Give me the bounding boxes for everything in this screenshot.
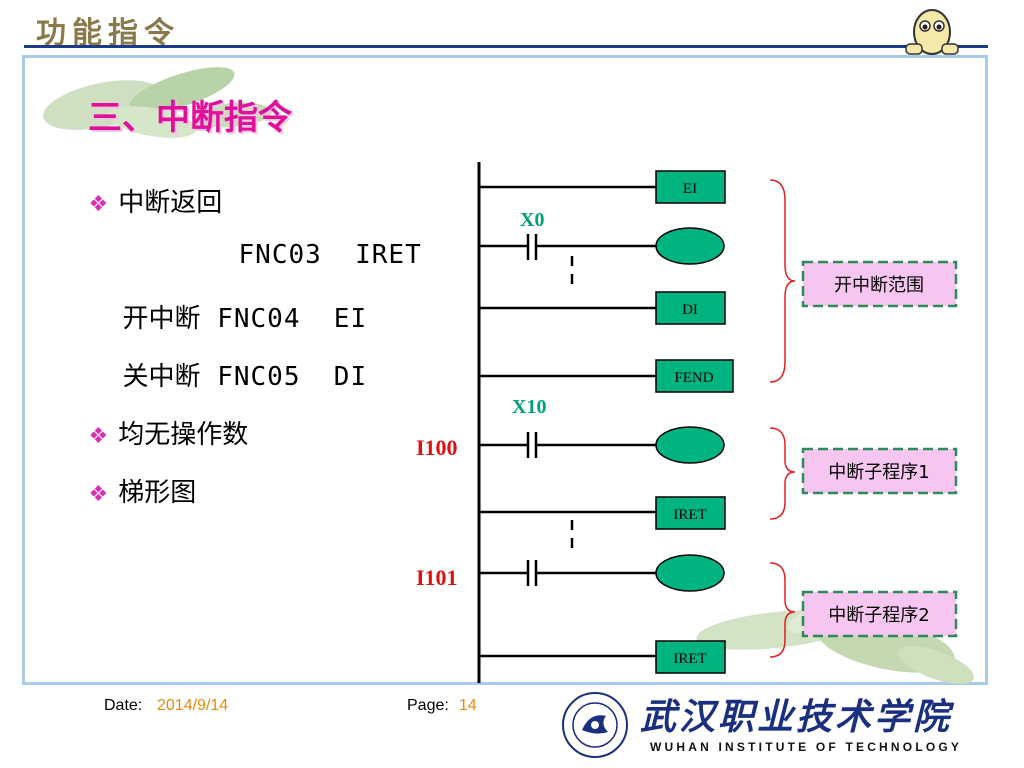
slide-title: 三、中断指令 (88, 98, 292, 138)
bullet-text: 中断返回 (118, 188, 223, 218)
coil-2 (655, 426, 725, 464)
ei-instruction-box (655, 170, 726, 204)
di-label: 关中断 (122, 362, 201, 392)
leaf-decoration-icon (43, 67, 272, 138)
sub2-label-box (801, 590, 958, 638)
contact-x10-label: X10 (512, 396, 546, 418)
sub1-label: 中断子程序1 (828, 462, 929, 483)
di-instruction-line: 关中断 FNC05 DI (106, 326, 367, 393)
fend-box-label: FEND (674, 370, 713, 386)
diamond-bullet-icon: ❖ (88, 424, 109, 449)
di-mnemonic: DI (333, 362, 368, 392)
di-instruction-box (655, 291, 726, 325)
iret-code: FNC03 (238, 240, 322, 270)
ei-box-label: EI (683, 181, 697, 197)
iret-instruction-box-2 (655, 640, 726, 674)
pointer-i101-label: I101 (416, 565, 458, 590)
header-divider (24, 45, 988, 48)
bullet-text: 梯形图 (118, 478, 197, 508)
fend-instruction-box (655, 359, 734, 393)
ei-code: FNC04 (217, 304, 301, 334)
coil-3 (655, 554, 725, 592)
ei-instruction-line: 开中断 FNC04 EI (106, 268, 367, 335)
contact-x0-label: X0 (520, 209, 544, 231)
bullet-text: 均无操作数 (118, 420, 249, 450)
iret-box-label-1: IRET (673, 507, 706, 523)
di-code: FNC05 (217, 362, 301, 392)
iret-instruction-box-1 (655, 496, 726, 530)
iret-mnemonic: IRET (355, 240, 422, 270)
ei-label: 开中断 (122, 304, 201, 334)
coil-1 (655, 227, 725, 265)
bullet-interrupt-return: ❖ 中断返回 (72, 152, 223, 219)
bullet-ladder-diagram: ❖ 梯形图 (72, 442, 197, 509)
content-frame (22, 55, 988, 685)
ei-mnemonic: EI (333, 304, 368, 334)
sub2-brace (769, 562, 796, 658)
enable-range-label: 开中断范围 (834, 275, 924, 296)
bullet-no-operands: ❖ 均无操作数 (72, 384, 249, 451)
footer-page-label: Page: (407, 697, 449, 714)
di-box-label: DI (682, 302, 698, 318)
school-name-chinese: 武汉职业技术学院 (640, 696, 953, 738)
footer-page-number: 14 (459, 697, 477, 714)
pointer-i100-label: I100 (416, 435, 458, 460)
mascot-icon (905, 9, 959, 55)
sub1-brace (769, 427, 796, 520)
enable-range-brace (769, 179, 796, 383)
diamond-bullet-icon: ❖ (88, 192, 109, 217)
sub2-label: 中断子程序2 (828, 605, 929, 626)
school-name-english: WUHAN INSTITUTE OF TECHNOLOGY (650, 740, 963, 754)
enable-range-label-box (801, 260, 958, 308)
footer-date-label: Date: (104, 697, 143, 714)
footer-date: 2014/9/14 (157, 697, 229, 714)
sub1-label-box (801, 447, 958, 495)
school-emblem-icon (562, 692, 628, 758)
iret-instruction-line: FNC03 IRET (222, 210, 422, 270)
iret-box-label-2: IRET (673, 651, 706, 667)
diamond-bullet-icon: ❖ (88, 482, 109, 507)
